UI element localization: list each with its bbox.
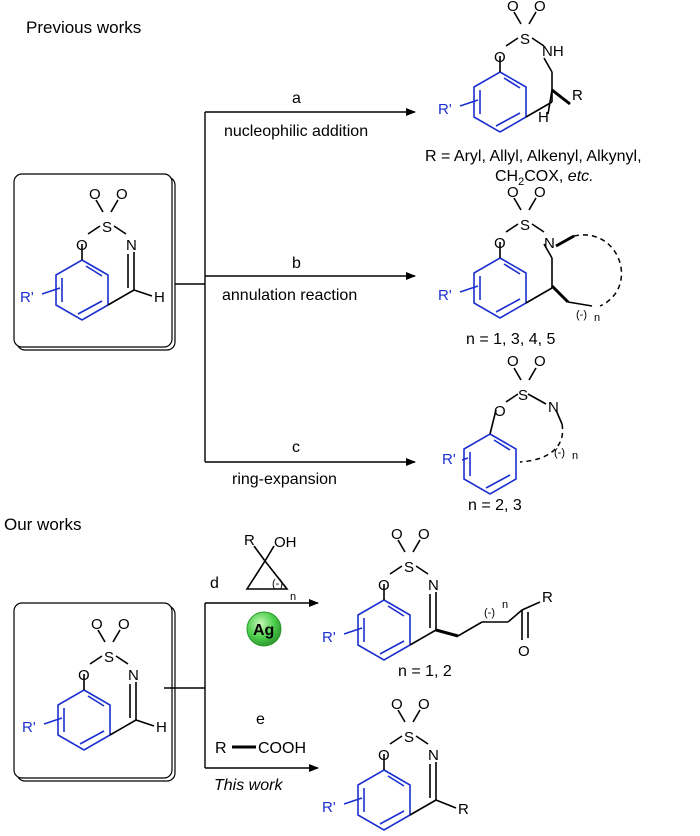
substituent-r-prime: R'	[322, 799, 336, 816]
heading-previous-works: Previous works	[26, 18, 141, 37]
substituent-r-prime: R'	[20, 289, 34, 306]
atom-r: R	[572, 87, 583, 104]
atom-o-top-right: O	[534, 0, 546, 15]
substituent-r-prime: R'	[22, 719, 36, 736]
route-a-label: nucleophilic addition	[224, 123, 368, 140]
atom-o-top-right: O	[418, 526, 430, 543]
ring-size-n: n	[572, 450, 578, 462]
atom-s: S	[520, 217, 530, 234]
route-b-letter: b	[292, 255, 301, 272]
atom-s: S	[404, 559, 414, 576]
silver-label: Ag	[253, 622, 274, 639]
route-b-n-values: n = 1, 3, 4, 5	[466, 331, 556, 348]
atom-o-ring: O	[494, 235, 506, 252]
atom-o-top-left: O	[391, 526, 403, 543]
atom-n: N	[428, 577, 439, 594]
atom-n: N	[544, 235, 555, 252]
atom-o-top-right: O	[418, 696, 430, 713]
atom-n: N	[548, 399, 559, 416]
route-d-letter: d	[210, 575, 219, 592]
atom-h: H	[156, 719, 167, 736]
substituent-r-prime: R'	[322, 629, 336, 646]
product-b: O S O O N (-) n R'	[438, 184, 623, 324]
starting-material-box-top: O S O O N H R'	[13, 173, 176, 351]
product-e: O S O O N R R'	[322, 696, 469, 831]
route-c-letter: c	[292, 439, 300, 456]
atom-s: S	[104, 649, 114, 666]
cyclopropanol-reagent: R OH (-) n	[244, 532, 297, 603]
route-a-letter: a	[292, 90, 301, 107]
atom-o-ring: O	[378, 747, 390, 764]
route-a-r-definition-2: CH2COX, etc.	[495, 168, 594, 188]
atom-h: H	[538, 109, 549, 126]
chain-paren: (-)	[484, 607, 495, 619]
product-d: O S O O N O R (-) n R'	[322, 526, 553, 661]
atom-o-ring: O	[78, 667, 90, 684]
substituent-r-prime: R'	[438, 287, 452, 304]
ring-size-paren: (-)	[576, 309, 587, 321]
atom-n: N	[428, 747, 439, 764]
atom-r: R	[542, 589, 553, 606]
atom-o-top-right: O	[534, 353, 546, 370]
atom-o-top-left: O	[89, 186, 101, 203]
atom-o-top-left: O	[507, 353, 519, 370]
atom-o-top-right: O	[534, 184, 546, 201]
silver-catalyst-badge: Ag	[246, 611, 282, 647]
heading-our-works: Our works	[4, 515, 81, 534]
ring-size-paren: (-)	[272, 578, 283, 590]
reagent-oh: OH	[274, 534, 297, 551]
atom-n: N	[126, 237, 137, 254]
atom-h: H	[154, 289, 165, 306]
product-a: O S O O NH R H R'	[438, 0, 583, 133]
atom-o-top-right: O	[118, 616, 130, 633]
product-c: O S O O N (-) n R'	[442, 353, 578, 495]
route-c-label: ring-expansion	[232, 471, 337, 488]
ring-size-paren: (-)	[554, 447, 565, 459]
atom-o-ring: O	[76, 237, 88, 254]
reagent-cooh: COOH	[258, 740, 306, 757]
ring-size-n: n	[594, 312, 600, 324]
atom-o-top-left: O	[91, 616, 103, 633]
substituent-r-prime: R'	[442, 451, 456, 468]
route-b-label: annulation reaction	[222, 287, 357, 304]
atom-s: S	[518, 387, 528, 404]
route-c-n-values: n = 2, 3	[468, 497, 522, 514]
box-frame	[13, 602, 173, 779]
starting-material-box-bottom: O S O O N H R'	[13, 602, 176, 782]
atom-o-top-left: O	[507, 184, 519, 201]
ring-size-n: n	[290, 591, 296, 603]
atom-s: S	[404, 729, 414, 746]
route-a-r-definition: R = Aryl, Allyl, Alkenyl, Alkynyl,	[425, 148, 642, 165]
atom-o-top-left: O	[507, 0, 519, 15]
atom-o-ring: O	[494, 403, 506, 420]
atom-o-ring: O	[378, 577, 390, 594]
atom-r: R	[458, 801, 469, 818]
route-d-n-values: n = 1, 2	[398, 663, 452, 680]
carboxylic-acid-reagent: R COOH	[215, 740, 306, 757]
atom-o-top-right: O	[116, 186, 128, 203]
substituent-r-prime: R'	[438, 101, 452, 118]
atom-s: S	[102, 219, 112, 236]
box-frame	[13, 173, 173, 348]
atom-nh: NH	[542, 43, 564, 60]
route-e-label: This work	[214, 777, 283, 794]
atom-s: S	[520, 31, 530, 48]
route-e-letter: e	[256, 711, 265, 728]
atom-o-ring: O	[494, 49, 506, 66]
reagent-r: R	[244, 532, 255, 549]
atom-o-top-left: O	[391, 696, 403, 713]
atom-o-carbonyl: O	[518, 643, 530, 660]
reagent-r: R	[215, 740, 227, 757]
atom-n: N	[128, 667, 139, 684]
chain-n: n	[502, 599, 508, 611]
